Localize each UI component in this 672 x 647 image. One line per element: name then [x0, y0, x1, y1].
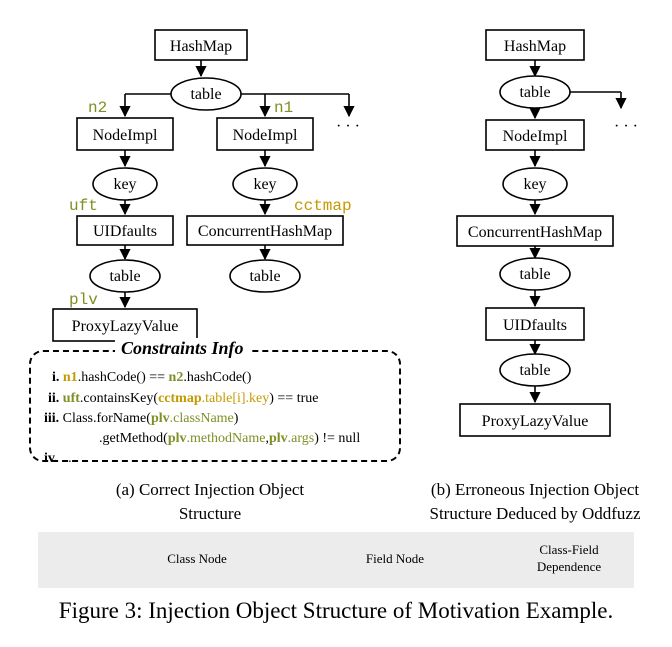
label-hashmap: HashMap [170, 38, 232, 55]
diagram-b-labels: HashMap table NodeImpl key ConcurrentHas… [468, 38, 638, 430]
label-proxylazyvalue: ProxyLazyValue [72, 318, 179, 335]
label-uidfaults: UIDfaults [93, 223, 157, 240]
b-label-table-3: table [519, 362, 550, 379]
var-n1: n1 [274, 99, 293, 117]
constraint-line-5: iv. ... [44, 451, 72, 467]
b-label-uidfaults: UIDfaults [503, 317, 567, 334]
constraint-1-var-n2: n2 [168, 370, 184, 385]
constraint-3-text-3: ) [233, 411, 239, 426]
b-class-node-proxylazyvalue [459, 403, 611, 437]
label-table-left: table [109, 268, 140, 285]
b-class-node-uidfaults [485, 307, 585, 341]
label-nodeimpl-right: NodeImpl [233, 127, 298, 144]
legend-dependence-label: Class-Field Dependence [536, 542, 602, 574]
class-node-proxylazyvalue [52, 308, 198, 342]
constraint-4-var-plv-2: plv [268, 431, 288, 446]
constraint-4-text-5: ) != null [314, 431, 361, 446]
constraint-2-num: ii. [48, 391, 60, 406]
b-label-proxylazyvalue: ProxyLazyValue [482, 413, 589, 430]
field-node-key-left [92, 167, 158, 201]
constraint-4-text-4: .args [287, 431, 315, 446]
diagram-a [52, 29, 355, 342]
class-node-nodeimpl-left [76, 117, 174, 151]
constraints-title: Constraints Info [115, 338, 250, 359]
b-label-table: table [519, 84, 550, 101]
label-key-right: key [253, 176, 276, 193]
constraint-4-text-3: , [265, 431, 269, 446]
diagram-a-vars: n2 n1 uft cctmap plv [69, 99, 352, 309]
b-class-node-nodeimpl [485, 119, 585, 151]
constraint-2-var-uft: uft [62, 391, 80, 406]
var-uft: uft [69, 197, 98, 215]
b-label-concurrenthashmap: ConcurrentHashMap [468, 224, 602, 241]
constraint-2-text-2: .table[i].key [201, 391, 270, 406]
constraint-5-num: iv. [44, 451, 58, 466]
legend [38, 532, 634, 588]
b-class-node-concurrenthashmap [456, 215, 614, 247]
constraint-3-num: iii. [44, 411, 60, 426]
field-node-table-left [89, 259, 161, 293]
var-plv: plv [69, 291, 98, 309]
ellipsis-a: · · · [336, 118, 360, 135]
legend-field-node-label: Field Node [365, 551, 425, 566]
class-node-uidfaults [76, 215, 174, 246]
class-node-nodeimpl-right [216, 117, 314, 151]
constraint-4-text-1: .getMethod( [99, 431, 168, 446]
caption-b: (b) Erroneous Injection Object Structure… [429, 480, 641, 523]
label-table: table [190, 86, 221, 103]
constraint-1-num: i. [52, 370, 60, 385]
legend-class-node-label: Class Node [167, 551, 227, 566]
b-field-node-table-2 [499, 257, 571, 291]
constraint-5-text: ... [61, 451, 72, 466]
caption-a: (a) Correct Injection Object Structure [115, 480, 305, 523]
class-node-hashmap [154, 29, 248, 61]
constraint-3-var-plv: plv [150, 411, 170, 426]
class-node-concurrenthashmap [186, 215, 344, 246]
ellipsis-b: · · · [614, 118, 638, 135]
field-node-table-right [229, 259, 301, 293]
constraint-1-var-n1: n1 [62, 370, 78, 385]
b-field-node-table [499, 75, 571, 109]
constraint-2-text-1: .containsKey( [79, 391, 159, 406]
label-key-left: key [113, 176, 136, 193]
diagram-a-labels: HashMap table NodeImpl NodeImpl key key … [72, 38, 360, 335]
constraint-4-var-plv-1: plv [167, 431, 187, 446]
b-label-hashmap: HashMap [504, 38, 566, 55]
b-field-node-key [502, 167, 568, 201]
constraint-4-text-2: .methodName [186, 431, 266, 446]
b-field-node-table-3 [499, 353, 571, 387]
constraint-3-text-1: Class.forName( [62, 411, 151, 426]
b-class-node-hashmap [485, 29, 585, 61]
b-label-key: key [523, 176, 546, 193]
diagram-b [456, 29, 627, 437]
constraint-2-text-3: ) == true [269, 391, 319, 406]
b-label-table-2: table [519, 266, 550, 283]
constraint-line-2: ii. uft.containsKey(cctmap.table[i].key)… [48, 391, 318, 407]
var-n2: n2 [88, 99, 107, 117]
constraint-1-text-2: .hashCode() [183, 370, 252, 385]
b-label-nodeimpl: NodeImpl [503, 128, 568, 145]
constraint-3-text-2: .className [169, 411, 234, 426]
field-node-key-right [232, 167, 298, 201]
constraint-2-var-cctmap: cctmap [158, 391, 202, 406]
field-node-table [170, 77, 242, 111]
constraint-line-1: i. n1.hashCode() == n2.hashCode() [52, 370, 251, 386]
var-cctmap: cctmap [294, 197, 352, 215]
constraint-line-4: .getMethod(plv.methodName,plv.args) != n… [99, 431, 360, 447]
figure-caption: Figure 3: Injection Object Structure of … [58, 598, 614, 623]
label-concurrenthashmap: ConcurrentHashMap [198, 223, 332, 240]
label-nodeimpl-left: NodeImpl [93, 127, 158, 144]
constraint-line-3: iii. Class.forName(plv.className) [44, 411, 238, 427]
label-table-right: table [249, 268, 280, 285]
constraint-1-text-1: .hashCode() == [77, 370, 169, 385]
